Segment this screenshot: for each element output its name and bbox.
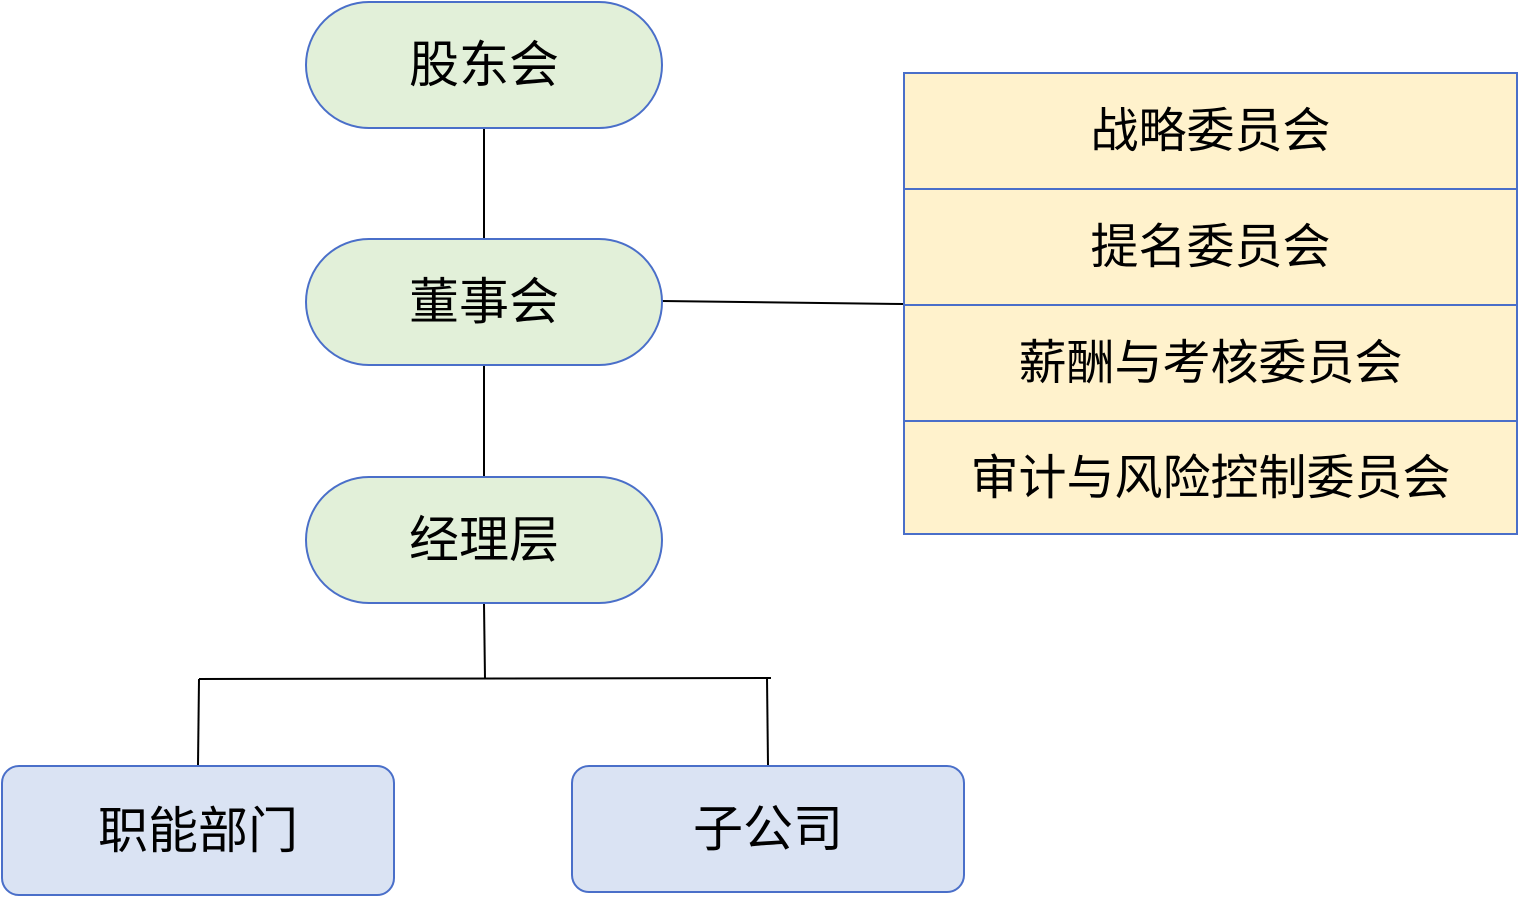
committee-compensation: 薪酬与考核委员会 (905, 304, 1516, 420)
board-node: 董事会 (305, 238, 663, 366)
committee-nomination-label: 提名委员会 (1090, 219, 1331, 275)
connector-management-branch (483, 603, 486, 680)
management-label: 经理层 (409, 511, 559, 569)
committee-nomination: 提名委员会 (905, 188, 1516, 304)
shareholders-label: 股东会 (409, 36, 559, 94)
committee-strategy-label: 战略委员会 (1090, 103, 1331, 159)
board-label: 董事会 (409, 273, 559, 331)
connector-branch-left (197, 678, 200, 766)
functional-departments-label: 职能部门 (98, 801, 298, 860)
shareholders-node: 股东会 (305, 1, 663, 129)
functional-departments-node: 职能部门 (1, 765, 395, 896)
management-node: 经理层 (305, 476, 663, 604)
connector-branch-horizontal (198, 677, 772, 680)
committee-compensation-label: 薪酬与考核委员会 (1018, 335, 1403, 391)
committee-audit-risk: 审计与风险控制委员会 (905, 420, 1516, 533)
subsidiaries-label: 子公司 (693, 800, 843, 858)
subsidiaries-node: 子公司 (571, 765, 965, 893)
committee-strategy: 战略委员会 (905, 74, 1516, 188)
connector-branch-right (766, 677, 769, 766)
committees-stack: 战略委员会 提名委员会 薪酬与考核委员会 审计与风险控制委员会 (903, 72, 1518, 535)
connector-board-committees (661, 300, 904, 305)
committee-audit-risk-label: 审计与风险控制委员会 (970, 449, 1451, 506)
